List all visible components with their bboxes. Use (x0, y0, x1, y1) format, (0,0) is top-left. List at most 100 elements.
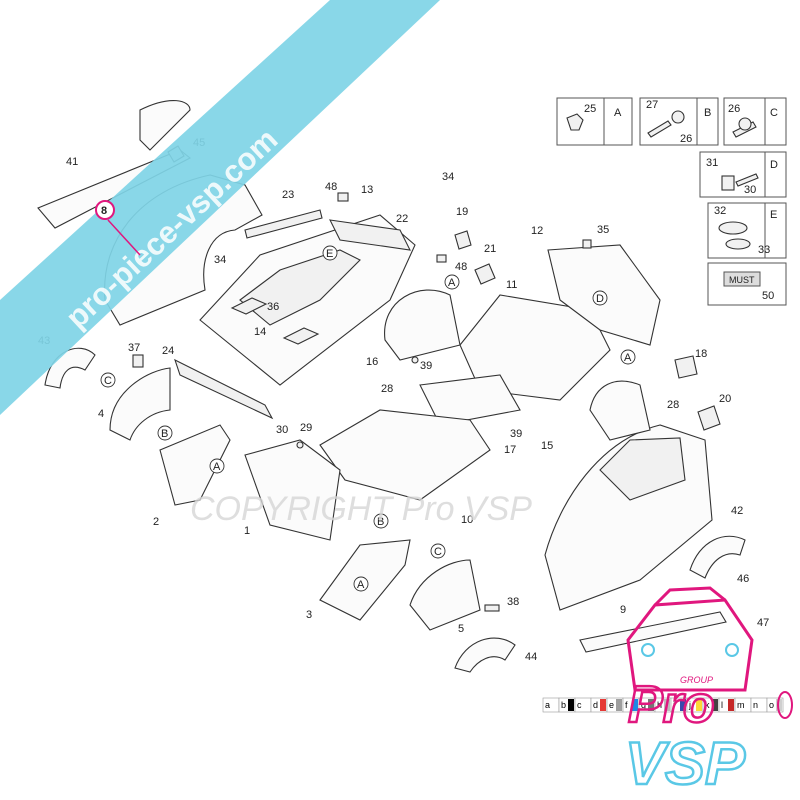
callout-47: 47 (757, 617, 769, 629)
detail-a-circle-3 (209, 458, 225, 474)
part-18 (674, 355, 698, 379)
legend-letter-d: D (770, 159, 778, 171)
callout-48b: 48 (455, 261, 467, 273)
detail-d-circle (592, 290, 608, 306)
detail-c-circle-1 (100, 372, 116, 388)
callout-25: 25 (584, 103, 596, 115)
svg-text:A: A (357, 579, 365, 591)
color-letter-o: o (769, 700, 774, 710)
callout-29: 29 (300, 422, 312, 434)
part-48b (436, 254, 447, 263)
svg-text:D: D (596, 293, 604, 305)
callout-26: 26 (680, 133, 692, 145)
svg-text:B: B (377, 516, 384, 528)
detail-e-circle (322, 245, 338, 261)
callout-44: 44 (525, 651, 537, 663)
part-20 (697, 405, 721, 431)
part-22 (329, 219, 411, 251)
callout-labels: 41 45 43 23 48 13 34 22 19 21 48 34 36 1… (38, 137, 769, 663)
callout-35: 35 (597, 224, 609, 236)
callout-21: 21 (484, 243, 496, 255)
svg-text:E: E (326, 248, 333, 260)
callout-22: 22 (396, 213, 408, 225)
callout-12: 12 (531, 225, 543, 237)
callout-3: 3 (306, 609, 312, 621)
part-10-floor (319, 409, 491, 501)
part-36 (230, 297, 268, 315)
svg-text:C: C (434, 546, 442, 558)
callout-11: 11 (506, 279, 517, 291)
color-letter-c: c (577, 700, 582, 710)
callout-30: 30 (276, 424, 288, 436)
part-48 (337, 192, 349, 202)
color-swatch-g (648, 699, 654, 711)
callout-34a: 34 (442, 171, 454, 183)
color-swatch-d (600, 699, 606, 711)
callout-13: 13 (361, 184, 373, 196)
part-41-arch (139, 99, 191, 151)
callout-18: 18 (695, 348, 707, 360)
detail-a-circle-1 (444, 274, 460, 290)
callout-27: 27 (646, 99, 658, 111)
callout-46: 46 (737, 573, 749, 585)
detail-c-circle-2 (430, 543, 446, 559)
color-letter-h: h (657, 700, 662, 710)
callout-26-c: 26 (728, 103, 740, 115)
callout-41: 41 (66, 156, 78, 168)
color-swatch-m (744, 699, 750, 711)
part-4-fender (109, 367, 171, 441)
logo-group-text: GROUP (680, 675, 713, 685)
callout-50: 50 (762, 290, 774, 302)
callout-5: 5 (458, 623, 464, 635)
callout-37: 37 (128, 342, 140, 354)
svg-text:C: C (104, 375, 112, 387)
legend-letter-c: C (770, 107, 778, 119)
svg-text:A: A (213, 461, 221, 473)
legend-box-c: 26 C (723, 97, 787, 146)
color-swatch-j (696, 699, 702, 711)
side-window (599, 437, 686, 501)
logo-pro-text: Pro (628, 676, 715, 734)
strip-highlight-ring (777, 691, 793, 719)
callout-14: 14 (254, 326, 266, 338)
legend-box-50: MUST 50 (707, 262, 787, 306)
callout-17: 17 (504, 444, 516, 456)
callout-31: 31 (706, 157, 718, 169)
color-swatch-a (552, 699, 558, 711)
callout-4: 4 (98, 408, 104, 420)
callout-34b: 34 (214, 254, 226, 266)
color-swatch-k (712, 699, 718, 711)
svg-text:A: A (624, 352, 632, 364)
part-21 (474, 263, 496, 285)
callout-32: 32 (714, 205, 726, 217)
callout-28b: 28 (667, 399, 679, 411)
part-29 (296, 441, 304, 449)
callout-39b: 39 (510, 428, 522, 440)
legend-box-d: 31 30 D (699, 151, 787, 198)
legend-box-b: 27 26 B (639, 97, 719, 146)
part-46-sill (579, 611, 727, 653)
color-swatch-b (568, 699, 574, 711)
detail-b-circle-1 (157, 425, 173, 441)
callout-36: 36 (267, 301, 279, 313)
callout-48a: 48 (325, 181, 337, 193)
color-letter-n: n (753, 700, 758, 710)
legend-box-a: 25 A (556, 97, 633, 146)
highlighted-callout-8[interactable]: 8 (95, 200, 141, 256)
part-19 (454, 230, 472, 250)
callout-23: 23 (282, 189, 294, 201)
legend-letter-b: B (704, 107, 711, 119)
part-24 (174, 358, 274, 420)
callout-24: 24 (162, 345, 174, 357)
color-letter-b: b (561, 700, 566, 710)
callout-42: 42 (731, 505, 743, 517)
color-letter-l: l (721, 700, 723, 710)
callout-39a: 39 (420, 360, 432, 372)
callout-30-d: 30 (744, 184, 756, 196)
part-42-arch (689, 535, 746, 579)
part-44-arch (454, 637, 516, 673)
callout-10: 10 (461, 514, 473, 526)
color-letter-e: e (609, 700, 614, 710)
